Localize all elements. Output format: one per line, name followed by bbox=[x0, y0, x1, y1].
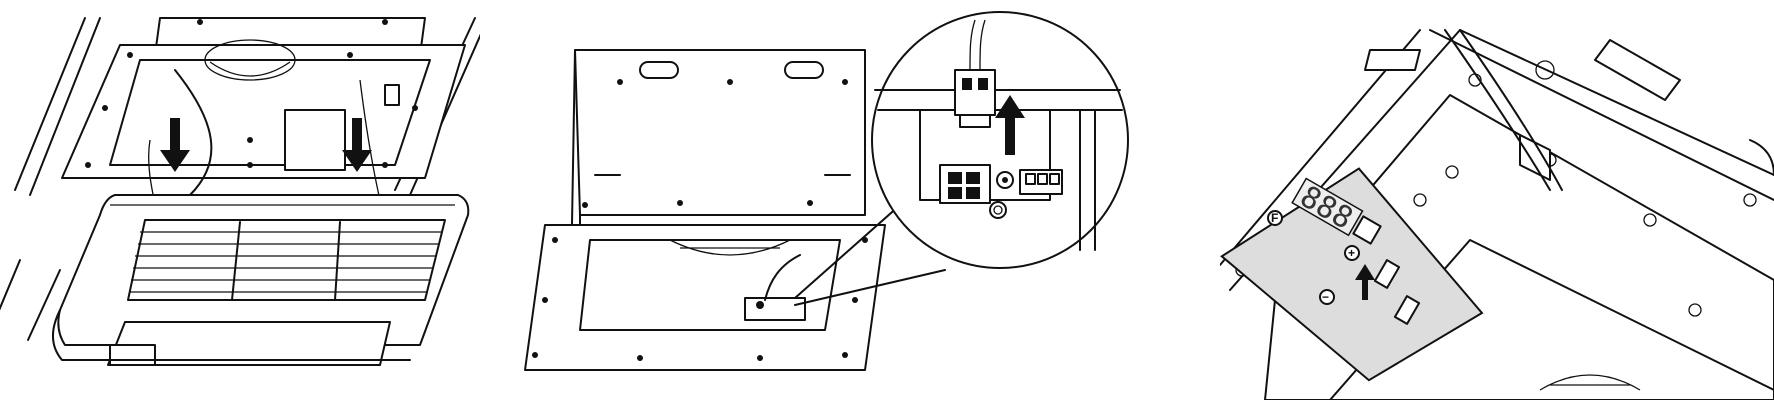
fan-housing bbox=[61, 17, 466, 231]
minus-button-label: − bbox=[1322, 290, 1329, 304]
ceiling-edge-line bbox=[14, 17, 86, 191]
arrow-up-icon bbox=[995, 95, 1025, 155]
callout-line bbox=[794, 204, 901, 299]
minus-button bbox=[1319, 289, 1335, 305]
panel-connector-detail bbox=[520, 0, 1170, 400]
board-socket bbox=[939, 164, 991, 204]
connector-detail-callout bbox=[871, 11, 1129, 269]
plus-button bbox=[1344, 245, 1360, 261]
ceiling-edge-line bbox=[29, 17, 101, 196]
arrow-up-icon bbox=[1355, 264, 1375, 300]
grille-cover bbox=[52, 194, 470, 366]
panel-grille-removal bbox=[0, 0, 480, 400]
callout-line bbox=[794, 269, 946, 306]
arrow-down-icon bbox=[160, 118, 190, 172]
lcd-display bbox=[1291, 177, 1364, 237]
ceiling-edge-line bbox=[0, 259, 21, 311]
panel-control-board: 888 F + − bbox=[1220, 0, 1774, 400]
control-board: 888 F + − bbox=[1220, 167, 1484, 382]
f-button bbox=[1267, 210, 1283, 226]
ceiling-edge-line bbox=[27, 269, 61, 341]
wire-connector-plug bbox=[954, 69, 996, 116]
wire-harness bbox=[1459, 29, 1563, 191]
wire-harness bbox=[1444, 29, 1551, 191]
f-button-label: F bbox=[1271, 211, 1278, 225]
plus-button-label: + bbox=[1348, 246, 1355, 260]
fan-housing bbox=[524, 49, 886, 371]
board-connector bbox=[1352, 215, 1382, 245]
arrow-down-icon bbox=[342, 118, 372, 172]
